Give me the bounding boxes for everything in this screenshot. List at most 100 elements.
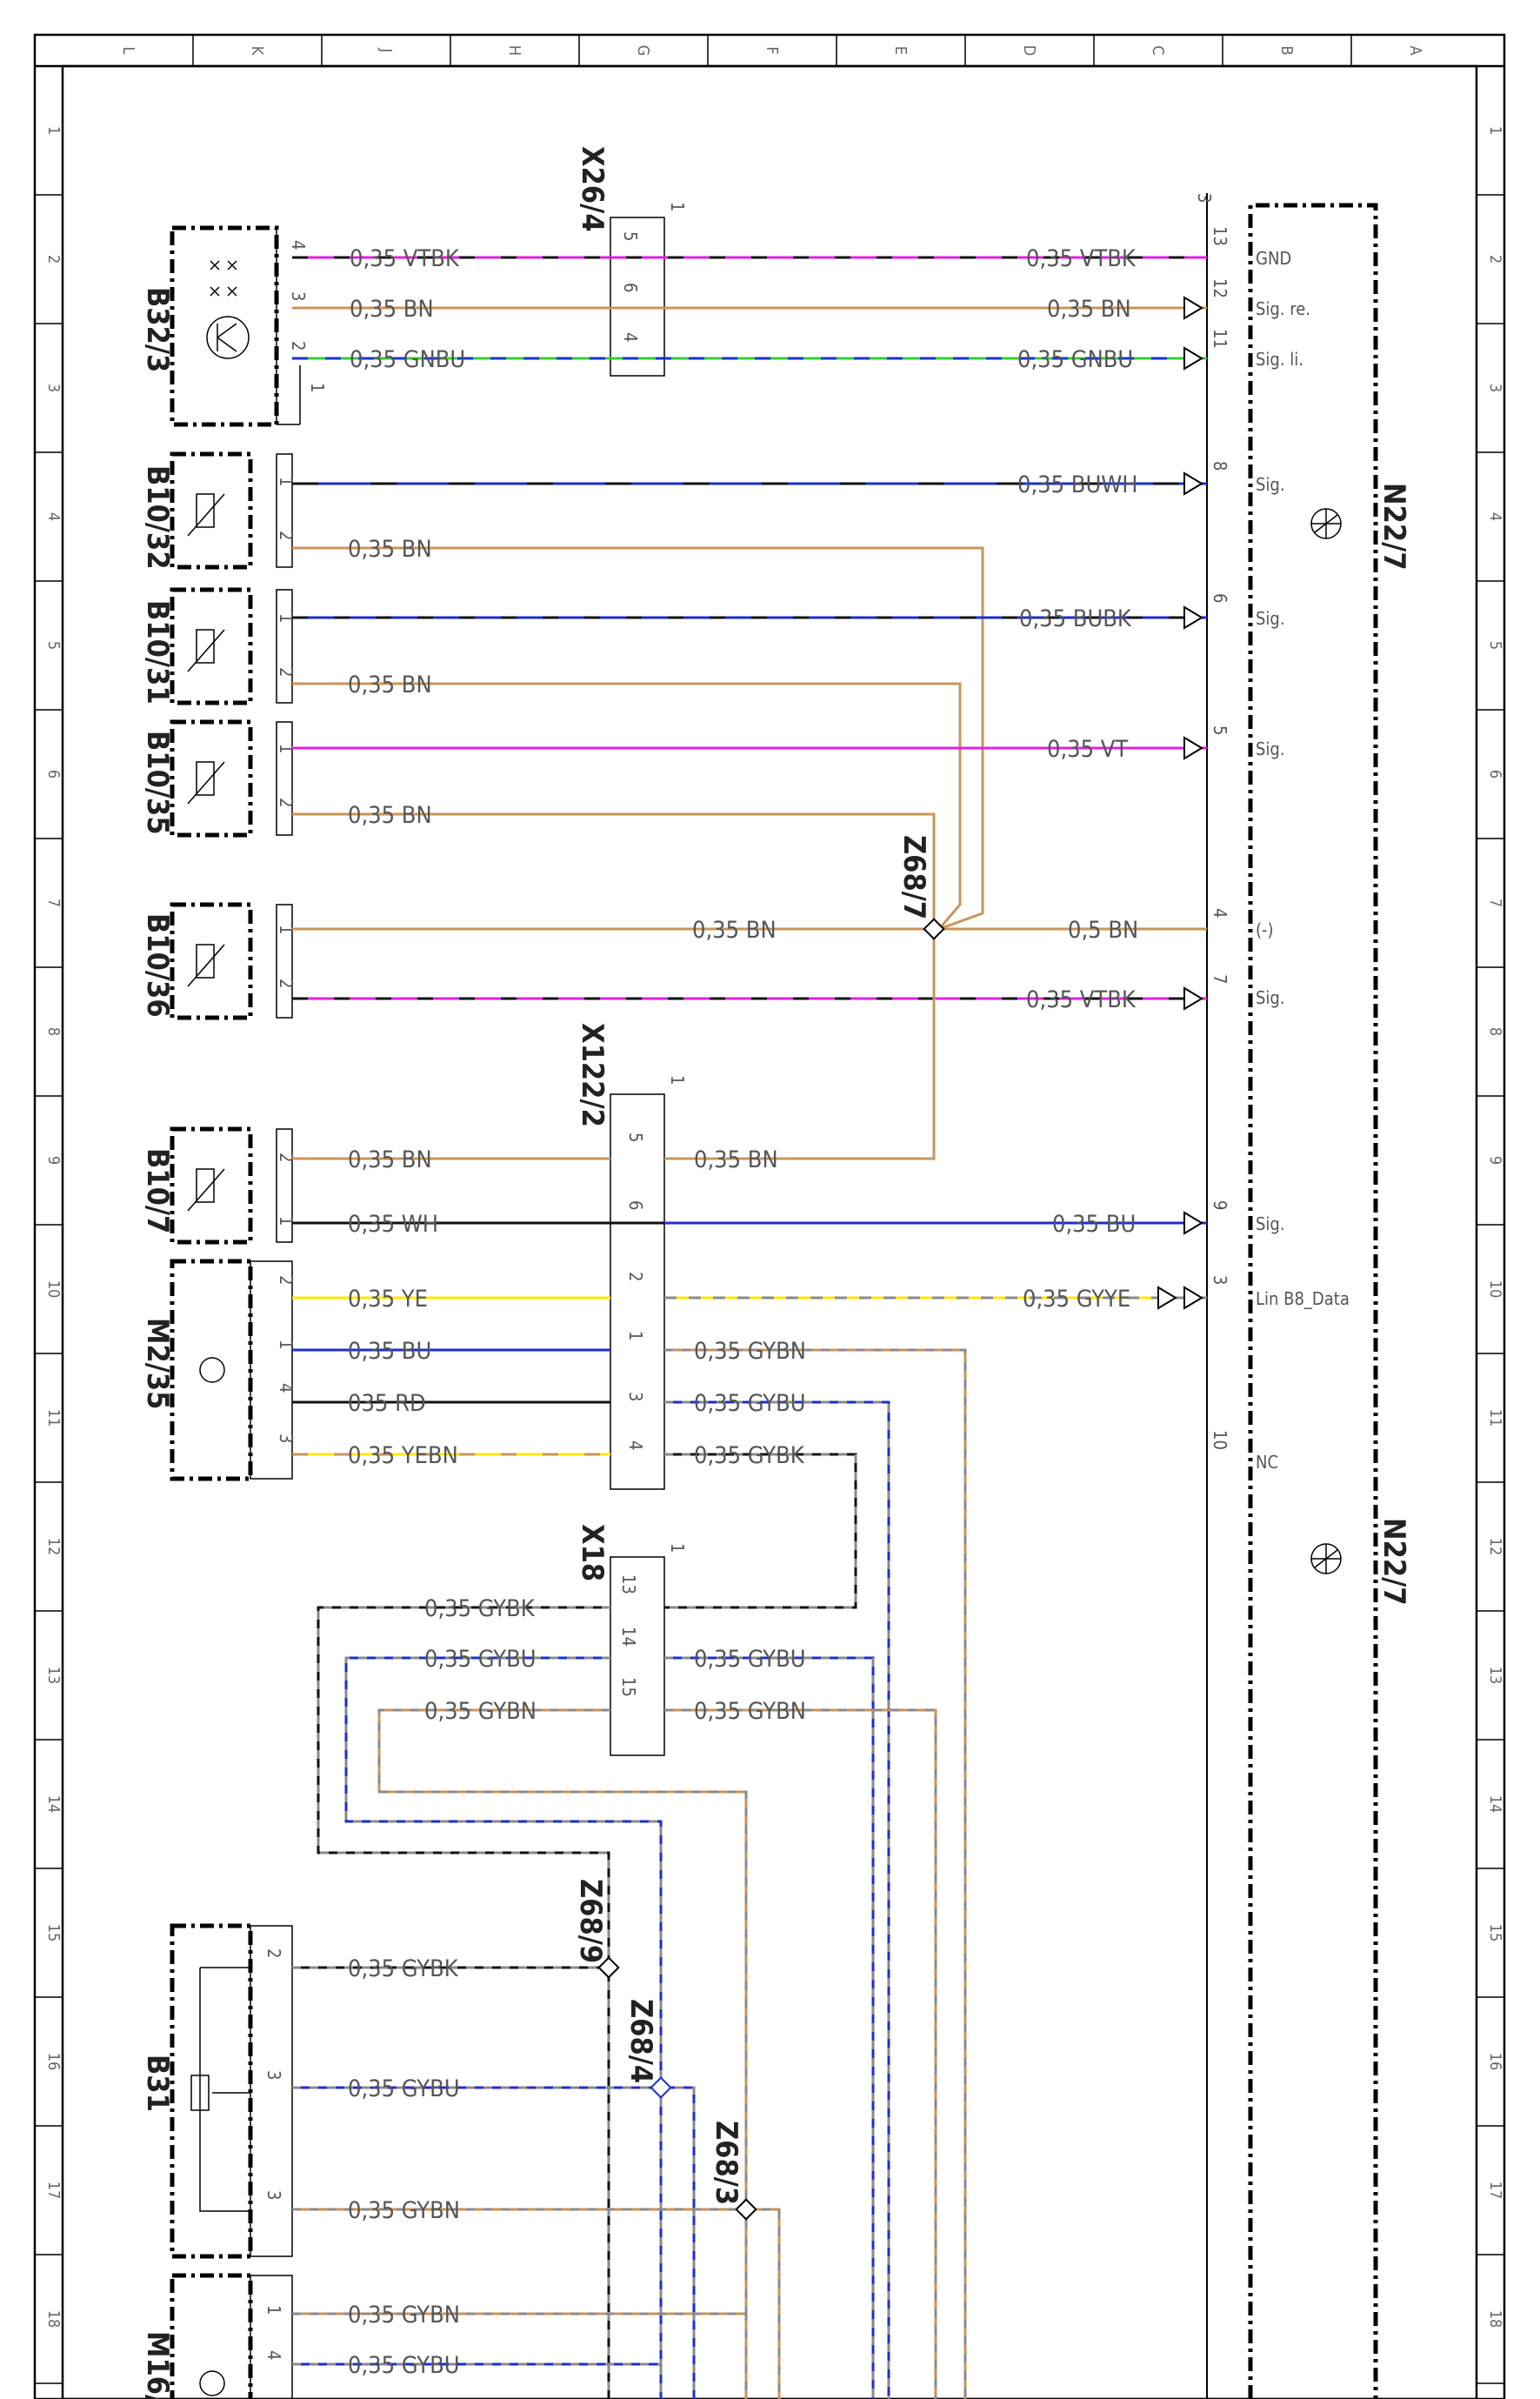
row-label: 10 — [1486, 1280, 1504, 1299]
pin-number: 2 — [276, 531, 297, 540]
pin-number: 15 — [618, 1677, 639, 1697]
pin-number: 9 — [1210, 1200, 1230, 1210]
row-label: 4 — [44, 512, 63, 521]
row-label: 17 — [44, 2182, 63, 2200]
wire-label: 0,5 BN — [1068, 917, 1138, 944]
row-label: 7 — [1486, 899, 1504, 907]
col-label: D — [1020, 45, 1038, 56]
row-label: 18 — [1486, 2310, 1504, 2329]
row-label: 4 — [1486, 512, 1504, 521]
wire-label: 0,35 BUBK — [1019, 605, 1132, 632]
wire-label: 0,35 GYBN — [694, 1338, 806, 1365]
pin-number: 3 — [263, 2070, 284, 2080]
pin-number: 7 — [1210, 974, 1230, 984]
col-label: L — [119, 46, 137, 54]
pin-number: 4 — [288, 240, 309, 250]
pin-number: 2 — [276, 667, 297, 677]
wire-label: 0,35 GYBN — [694, 1698, 806, 1725]
wire-label: 0,35 VTBK — [350, 245, 460, 272]
row-label: 1 — [1486, 126, 1504, 135]
wire-label: 0,35 BN — [1047, 296, 1131, 323]
pin-number: 3 — [263, 2190, 284, 2200]
pin-number: 13 — [1210, 226, 1230, 246]
pin-number: 3 — [1210, 1275, 1230, 1285]
b31-label: B31 — [140, 2055, 175, 2112]
component-b10-36: B10/36 1 2 — [140, 902, 297, 1020]
pin-number: 1 — [667, 202, 688, 211]
component-b32-3: B32/3 4 3 2 1 — [140, 225, 328, 427]
row-label: 5 — [1486, 641, 1504, 650]
pin-number: 3 — [276, 1433, 297, 1443]
wire-label: 0,35 YE — [348, 1286, 428, 1313]
col-label: A — [1406, 45, 1424, 55]
col-label: G — [634, 45, 652, 57]
wire-label: 0,35 GYBN — [348, 2302, 460, 2329]
pin-number: 1 — [667, 1543, 688, 1553]
row-label: 6 — [44, 770, 63, 779]
pin-number: 2 — [625, 1272, 646, 1281]
pin-number: 8 — [1210, 461, 1230, 471]
row-label: 3 — [44, 384, 63, 392]
x26-4-label: X26/4 — [575, 146, 610, 232]
wire-label: 0,35 GYBN — [424, 1698, 537, 1725]
pin-label-minus: (-) — [1256, 919, 1274, 940]
wire-label: 0,35 BN — [692, 917, 777, 944]
pin-label-sig: Sig. — [1256, 474, 1285, 495]
wire-labels: 0,35 VTBK 0,35 BN 0,35 GNBU 0,35 VTBK 0,… — [348, 245, 1138, 2379]
pin-number: 14 — [618, 1627, 639, 1647]
n22-7-control-unit: 3 N22/7 N22/7 — [1194, 193, 1411, 2399]
signal-arrows — [1157, 296, 1203, 1310]
col-label: K — [248, 46, 266, 56]
grid-column-labels: L K J H G F E D C B A — [119, 35, 1424, 66]
wire-label: 0,35 BN — [694, 1146, 778, 1173]
pin-number: 1 — [667, 1075, 688, 1085]
pin-label-sig-re: Sig. re. — [1256, 298, 1310, 319]
pin-number: 11 — [1210, 329, 1230, 349]
row-label: 15 — [44, 1924, 63, 1942]
pin-number: 2 — [276, 979, 297, 988]
row-label: 8 — [1486, 1027, 1504, 1036]
row-label: 13 — [1486, 1667, 1504, 1685]
component-b10-32: B10/32 1 2 — [140, 451, 297, 570]
pin-label-lin: Lin B8_Data — [1256, 1288, 1350, 1309]
wire-label: 0,35 GYYE — [1023, 1286, 1130, 1313]
splice-z68-7: Z68/7 — [897, 835, 945, 940]
wire-label: 0,35 GYBU — [694, 1390, 806, 1417]
pin-number: 2 — [276, 798, 297, 807]
row-label: 9 — [1486, 1156, 1504, 1165]
row-label: 11 — [1486, 1409, 1504, 1427]
row-label: 6 — [1486, 770, 1504, 779]
wire-label: 0,35 BN — [348, 1146, 432, 1173]
pin-number: 5 — [1210, 725, 1230, 735]
pin-number: 1 — [276, 613, 297, 623]
wire-label: 0,35 GYBU — [694, 1646, 806, 1673]
wire-label: 0,35 GYBN — [348, 2197, 460, 2224]
pin-number: 3 — [625, 1392, 646, 1401]
pin-number: 1 — [276, 1340, 297, 1349]
col-label: H — [505, 45, 523, 56]
wire-label: 0,35 VTBK — [1026, 245, 1137, 272]
component-b10-35: B10/35 1 2 — [140, 719, 297, 838]
n22-7-label-top: N22/7 — [1377, 483, 1411, 571]
splice-z68-9: Z68/9 — [573, 1879, 620, 1979]
x18-label: X18 — [575, 1524, 610, 1581]
wire-label: 0,35 GYBK — [694, 1442, 805, 1469]
component-b31: B31 2 3 3 — [140, 1923, 293, 2259]
wire-label: 0,35 GYBU — [424, 1646, 537, 1673]
row-label: 10 — [44, 1280, 63, 1299]
m2-35-label: M2/35 — [140, 1318, 175, 1409]
row-label: 17 — [1486, 2182, 1504, 2200]
row-label: 7 — [44, 899, 63, 907]
wire-label: 0,35 GNBU — [350, 346, 465, 373]
connector-x122-2: X122/2 1 5 6 2 1 3 4 — [575, 1023, 688, 1490]
wire-label: 0,35 BU — [348, 1338, 431, 1365]
row-label: 16 — [44, 2053, 63, 2071]
z68-4-label: Z68/4 — [623, 1999, 658, 2083]
pin-label-gnd: GND — [1256, 248, 1291, 269]
b10-35-label: B10/35 — [140, 731, 175, 835]
row-label: 9 — [44, 1156, 63, 1165]
row-label: 1 — [44, 126, 63, 135]
pin-number: 1 — [625, 1331, 646, 1340]
col-label: F — [763, 46, 781, 54]
pin-label-sig-li: Sig. li. — [1256, 349, 1303, 370]
